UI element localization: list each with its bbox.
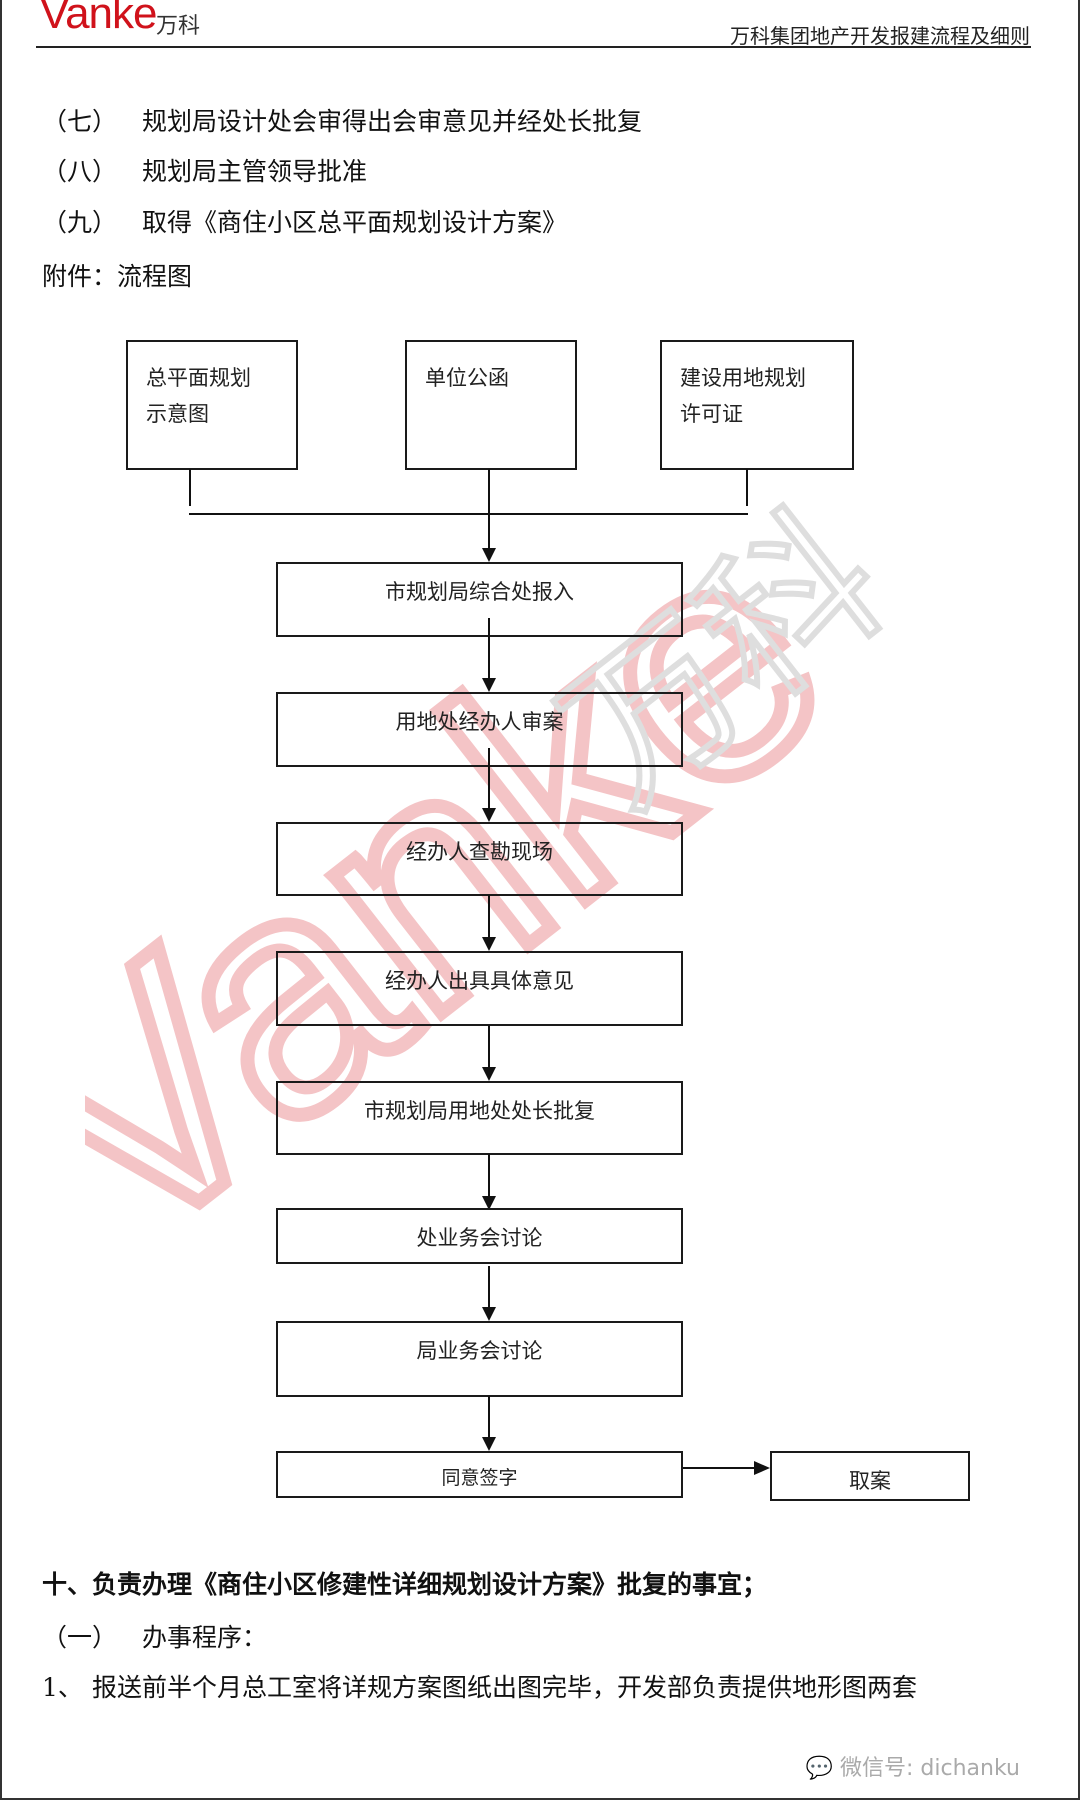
- arrow-down-icon: [482, 1437, 496, 1451]
- flow-step: 用地处经办人审案: [276, 692, 683, 767]
- document-title: 万科集团地产开发报建流程及细则: [730, 24, 1030, 48]
- connector-line: [488, 1266, 490, 1309]
- item-label: （九）: [42, 208, 118, 237]
- final-label: 取案: [849, 1469, 891, 1493]
- item-text: 规划局主管领导批准: [142, 157, 368, 186]
- connector-line: [488, 618, 490, 680]
- section-heading: 十、负责办理《商住小区修建性详细规划设计方案》批复的事宜；: [42, 1570, 768, 1599]
- arrow-down-icon: [482, 1307, 496, 1321]
- header-divider: [36, 46, 1031, 48]
- connector-line: [683, 1467, 755, 1469]
- list-item: （九） 取得《商住小区总平面规划设计方案》: [42, 208, 567, 238]
- flow-step: 同意签字: [276, 1451, 683, 1498]
- list-item: （八） 规划局主管领导批准: [42, 157, 367, 187]
- sub-item-label: （一）: [42, 1623, 118, 1652]
- flow-step: 市规划局综合处报入: [276, 562, 683, 637]
- box-line: 总平面规划: [146, 366, 251, 390]
- arrow-right-icon: [754, 1461, 770, 1475]
- step-label: 处业务会讨论: [416, 1226, 543, 1250]
- flow-step: 经办人查勘现场: [276, 822, 683, 896]
- connector-line: [488, 469, 490, 549]
- step-label: 市规划局用地处处长批复: [364, 1099, 595, 1123]
- flow-final-box: 取案: [770, 1451, 970, 1501]
- step-text: 报送前半个月总工室将详规方案图纸出图完毕，开发部负责提供地形图两套: [92, 1673, 918, 1702]
- step-label: 经办人查勘现场: [406, 840, 553, 864]
- flow-step: 经办人出具具体意见: [276, 951, 683, 1026]
- connector-line: [189, 513, 748, 515]
- arrow-down-icon: [482, 937, 496, 951]
- arrow-down-icon: [482, 808, 496, 822]
- step-label: 局业务会讨论: [416, 1339, 543, 1363]
- box-line: 单位公函: [425, 366, 509, 390]
- sub-item: （一） 办事程序：: [42, 1623, 267, 1653]
- connector-line: [488, 748, 490, 810]
- connector-line: [488, 1396, 490, 1439]
- vanke-logo-cn: 万科: [156, 14, 201, 39]
- step-label: 市规划局综合处报入: [385, 580, 574, 604]
- step-label: 经办人出具具体意见: [385, 969, 574, 993]
- flow-input-box: 总平面规划 示意图: [126, 340, 298, 470]
- step-label: 1、: [42, 1673, 83, 1702]
- connector-line: [488, 1154, 490, 1198]
- sub-item-text: 办事程序：: [142, 1623, 268, 1652]
- step-label: 用地处经办人审案: [395, 710, 564, 734]
- arrow-down-icon: [482, 678, 496, 692]
- flow-step: 处业务会讨论: [276, 1208, 683, 1264]
- step-paragraph: 1、报送前半个月总工室将详规方案图纸出图完毕，开发部负责提供地形图两套: [42, 1673, 917, 1703]
- wechat-watermark: 💬 微信号: dichanku: [806, 1750, 1020, 1782]
- item-label: （八）: [42, 157, 118, 186]
- list-item: （七） 规划局设计处会审得出会审意见并经处长批复: [42, 107, 642, 137]
- connector-line: [488, 1025, 490, 1069]
- connector-line: [488, 895, 490, 939]
- wechat-icon: 💬: [805, 1756, 834, 1781]
- connector-line: [746, 469, 748, 506]
- wechat-text: 微信号: dichanku: [840, 1756, 1020, 1781]
- arrow-down-icon: [482, 1067, 496, 1081]
- flow-step: 局业务会讨论: [276, 1321, 683, 1397]
- attachment-label: 附件：流程图: [42, 262, 193, 291]
- flow-input-box: 建设用地规划 许可证: [660, 340, 854, 470]
- flow-step: 市规划局用地处处长批复: [276, 1081, 683, 1155]
- vanke-logo: Vanke: [40, 0, 157, 38]
- item-label: （七）: [42, 107, 118, 136]
- box-line: 许可证: [680, 402, 743, 426]
- flow-input-box: 单位公函: [405, 340, 577, 470]
- item-text: 取得《商住小区总平面规划设计方案》: [142, 208, 568, 237]
- box-line: 示意图: [146, 402, 209, 426]
- arrow-down-icon: [482, 1196, 496, 1210]
- step-label: 同意签字: [441, 1467, 518, 1489]
- connector-line: [189, 469, 191, 506]
- arrow-down-icon: [482, 548, 496, 562]
- item-text: 规划局设计处会审得出会审意见并经处长批复: [142, 107, 643, 136]
- box-line: 建设用地规划: [680, 366, 806, 390]
